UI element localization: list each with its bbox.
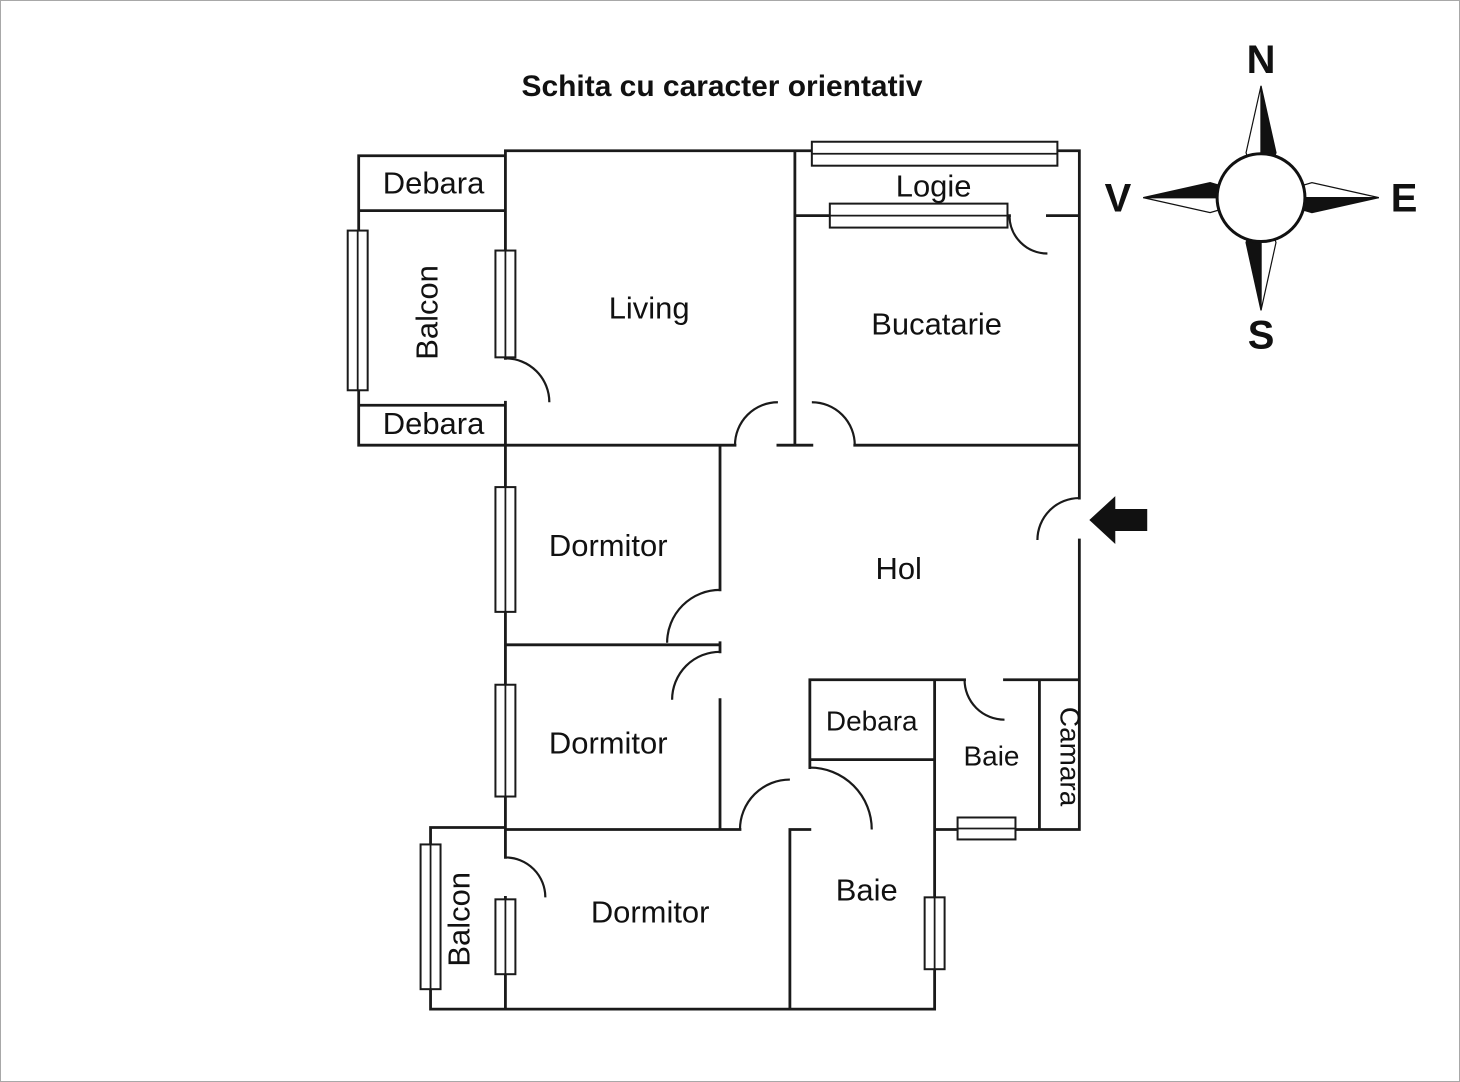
room-label-hol: Hol bbox=[875, 551, 921, 586]
compass-west-label: V bbox=[1105, 177, 1132, 221]
room-label-dormitor-3: Dormitor bbox=[591, 894, 710, 929]
compass-rose-icon: N E S V bbox=[1105, 38, 1418, 357]
room-label-baie-upper: Baie bbox=[964, 741, 1020, 772]
windows bbox=[346, 140, 1059, 991]
entrance-arrow-icon bbox=[1089, 496, 1148, 544]
room-label-living: Living bbox=[609, 290, 690, 325]
room-label-balcon-top: Balcon bbox=[410, 265, 445, 360]
compass-east-label: E bbox=[1391, 177, 1418, 221]
room-label-logie: Logie bbox=[896, 169, 972, 204]
room-label-debara-mid: Debara bbox=[383, 406, 485, 441]
room-label-baie-lower: Baie bbox=[836, 872, 898, 907]
compass-south-label: S bbox=[1248, 313, 1275, 357]
room-label-dormitor-2: Dormitor bbox=[549, 726, 668, 761]
compass-hub bbox=[1215, 152, 1307, 244]
room-label-dormitor-1: Dormitor bbox=[549, 528, 668, 563]
room-labels: Debara Balcon Debara Living Logie Bucata… bbox=[383, 166, 1086, 967]
room-label-debara-top: Debara bbox=[383, 166, 485, 201]
compass-north-label: N bbox=[1247, 38, 1276, 82]
room-label-balcon-bottom: Balcon bbox=[441, 872, 476, 967]
room-label-bucatarie: Bucatarie bbox=[871, 306, 1002, 341]
room-label-camara: Camara bbox=[1054, 707, 1085, 807]
page-title: Schita cu caracter orientativ bbox=[522, 70, 923, 103]
door-arcs bbox=[505, 215, 1080, 898]
room-label-debara-hol: Debara bbox=[826, 706, 918, 737]
